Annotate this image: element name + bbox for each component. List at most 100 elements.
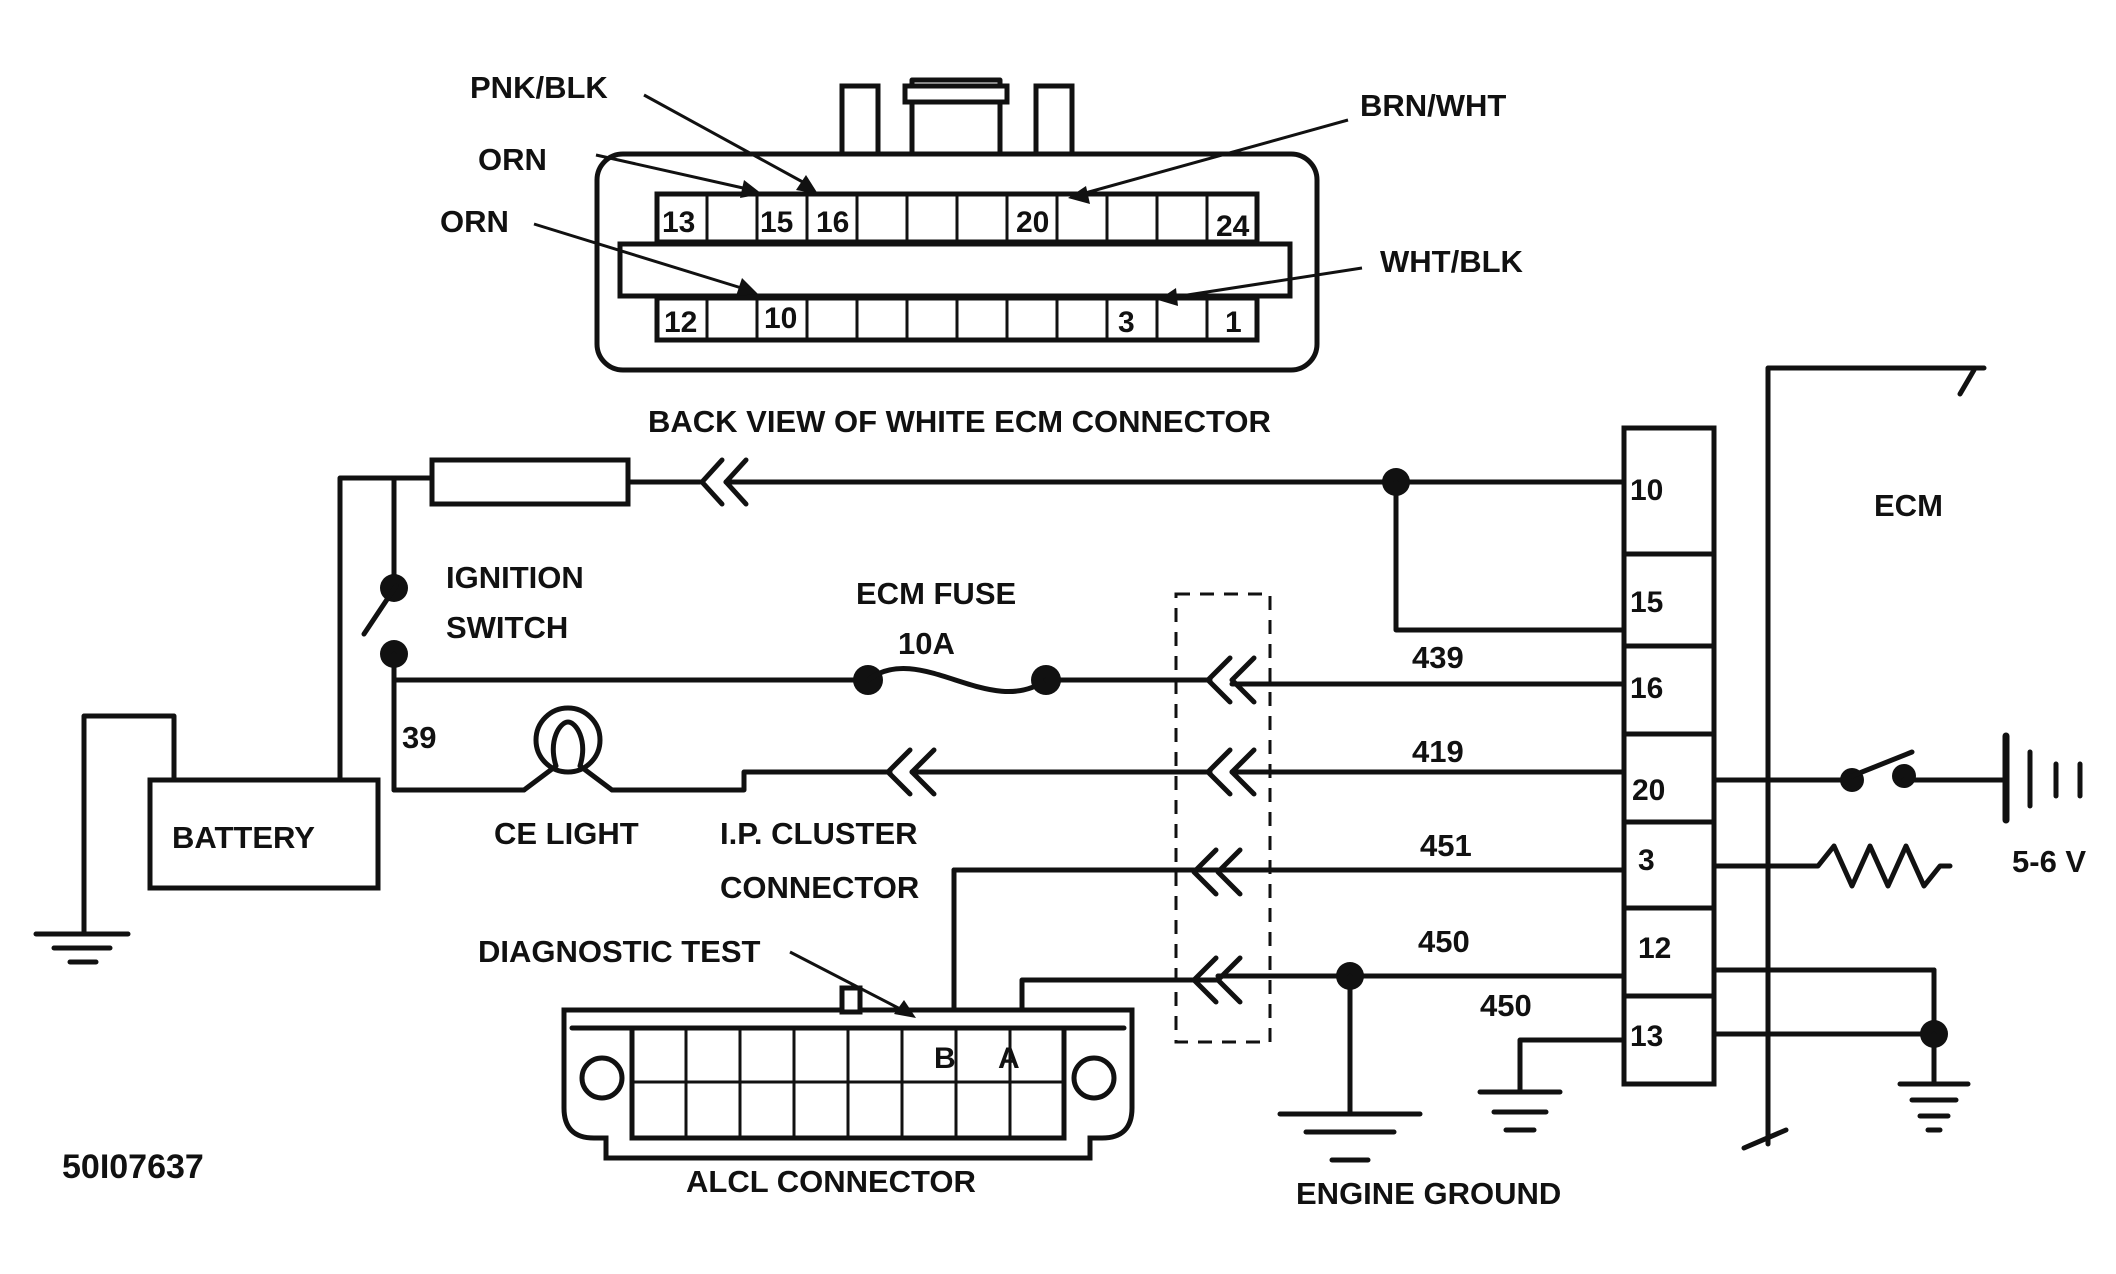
ip-cluster-label-2: CONNECTOR — [720, 870, 919, 905]
harness-chevron-419-a — [1205, 747, 1233, 797]
connector-pin-10: 10 — [764, 302, 797, 335]
label-pnk-blk: PNK/BLK — [470, 70, 608, 105]
circuit-450a-label: 450 — [1418, 924, 1470, 959]
ecm-pin-13: 13 — [1630, 1020, 1663, 1053]
connector-pin-24: 24 — [1216, 210, 1250, 243]
alcl-connector-label: ALCL CONNECTOR — [686, 1164, 976, 1199]
connector-latch-left — [839, 83, 881, 161]
ecm-side-wires: 439 419 451 450 ENGINE GROUND 450 — [1215, 640, 1627, 1211]
voltage-label: 5-6 V — [2012, 844, 2086, 879]
ecm-switch-contact-right — [1892, 764, 1916, 788]
circuit-451-label: 451 — [1420, 828, 1472, 863]
ecm-boundary-break-top — [1957, 367, 1977, 397]
voltage-source-icon — [2002, 732, 2083, 824]
connector-latch-right — [1033, 83, 1075, 161]
wire-pin-15 — [1393, 479, 1627, 633]
harness-chevron-439-b — [1229, 655, 1257, 705]
leader-wht-blk — [1167, 266, 1363, 300]
arrow-orn-1 — [740, 180, 762, 198]
connector-pin-1: 1 — [1225, 306, 1242, 339]
connector-pin-13: 13 — [662, 206, 695, 239]
connector-bottom-row-dividers — [705, 298, 1209, 340]
wire-bulb-to-cluster — [609, 769, 893, 793]
ecm-fuse-element — [865, 666, 1049, 694]
circuit-39-label: 39 — [402, 720, 436, 755]
alcl-pin-a: A — [998, 1042, 1020, 1075]
leader-orn-1 — [595, 153, 753, 192]
ecm-module: ECM 10 15 16 20 3 12 13 5-6 V — [1621, 365, 2086, 1151]
ecm-pin-10: 10 — [1630, 474, 1663, 507]
ecm-fuse: ECM FUSE 10A — [853, 576, 1213, 695]
arrow-brn-wht — [1068, 186, 1090, 204]
ignition-label-2: SWITCH — [446, 610, 568, 645]
ecm-fuse-label: ECM FUSE — [856, 576, 1016, 611]
connector-top-row-dividers — [705, 194, 1209, 242]
harness-connector-outline — [1174, 592, 1272, 1044]
arrow-wht-blk — [1158, 288, 1178, 306]
ecm-connector-back-view: 13 15 16 20 24 12 10 3 1 PNK/BLK ORN ORN… — [440, 70, 1524, 439]
ecm-resistor-icon — [1711, 843, 1953, 889]
ecm-terminal-dividers — [1621, 551, 1717, 999]
cluster-chevron-a — [885, 747, 913, 797]
ecm-pin-3: 3 — [1638, 844, 1655, 877]
ce-light-filament — [521, 719, 615, 793]
leader-diagnostic-test — [789, 950, 907, 1014]
alcl-key-tab — [839, 985, 863, 1015]
ecm-pin-15: 15 — [1630, 586, 1663, 619]
fusible-link — [429, 457, 631, 507]
connector-pin-3: 3 — [1118, 306, 1135, 339]
battery-box — [147, 777, 381, 891]
ignition-blade — [361, 583, 399, 637]
figure-id: 50I07637 — [62, 1148, 204, 1186]
ecm-terminal-block — [1621, 425, 1717, 1087]
label-brn-wht: BRN/WHT — [1360, 88, 1506, 123]
alcl-mount-hole-right — [1071, 1055, 1117, 1101]
ecm-switch-blade — [1849, 749, 1915, 779]
engine-ground-label: ENGINE GROUND — [1296, 1176, 1561, 1211]
battery-ground-icon — [33, 931, 131, 965]
ignition-label-1: IGNITION — [446, 560, 584, 595]
ce-light-circuit: CE LIGHT I.P. CLUSTER CONNECTOR — [391, 705, 1213, 905]
connector-chevron-10-a — [699, 457, 725, 507]
arrow-diagnostic-test — [894, 1000, 916, 1018]
wire-450-pin13 — [1517, 1037, 1627, 1095]
connector-latch-bar — [902, 83, 1010, 105]
ecm-pin-16: 16 — [1630, 672, 1663, 705]
alcl-connector: B A DIAGNOSTIC TEST ALCL CONNECTOR — [478, 867, 1221, 1199]
circuit-439-label: 439 — [1412, 640, 1464, 675]
battery-ground-wire — [81, 713, 177, 937]
connector-pin-15: 15 — [760, 206, 793, 239]
battery-label: BATTERY — [172, 820, 315, 855]
diagnostic-test-label: DIAGNOSTIC TEST — [478, 934, 761, 969]
leader-pnk-blk — [643, 93, 811, 188]
circuit-419-label: 419 — [1412, 734, 1464, 769]
leader-orn-2 — [533, 222, 749, 292]
connector-latch-center — [909, 77, 1003, 161]
connector-pin-12: 12 — [664, 306, 697, 339]
wire-451-to-alcl-b — [951, 867, 1025, 1013]
circuit-450b-label: 450 — [1480, 988, 1532, 1023]
connector-key-bar — [617, 241, 1293, 299]
label-orn-1: ORN — [478, 142, 547, 177]
wire-450-to-alcl-a — [1019, 977, 1221, 1013]
harness-chevron-450-b — [1215, 955, 1243, 1005]
leader-brn-wht — [1077, 118, 1349, 197]
ecm-pin-20: 20 — [1632, 774, 1665, 807]
ecm-boundary — [1765, 365, 1987, 1147]
ecm-ground-icon — [1897, 1081, 1971, 1133]
connector-pin-16: 16 — [816, 206, 849, 239]
battery-positive-wire — [337, 475, 435, 783]
label-orn-2: ORN — [440, 204, 509, 239]
connector-pin-20: 20 — [1016, 206, 1049, 239]
label-wht-blk: WHT/BLK — [1380, 244, 1524, 279]
alcl-mount-hole-left — [579, 1055, 625, 1101]
ce-light-label: CE LIGHT — [494, 816, 639, 851]
ecm-boundary-break-bottom — [1741, 1127, 1789, 1151]
harness-chevron-439-a — [1205, 655, 1233, 705]
ecm-pin-12: 12 — [1638, 932, 1671, 965]
engine-ground-icon — [1277, 1111, 1423, 1163]
ce-light-icon — [533, 705, 603, 775]
pin13-ground-icon — [1477, 1089, 1563, 1133]
alcl-pin-b: B — [934, 1042, 956, 1075]
